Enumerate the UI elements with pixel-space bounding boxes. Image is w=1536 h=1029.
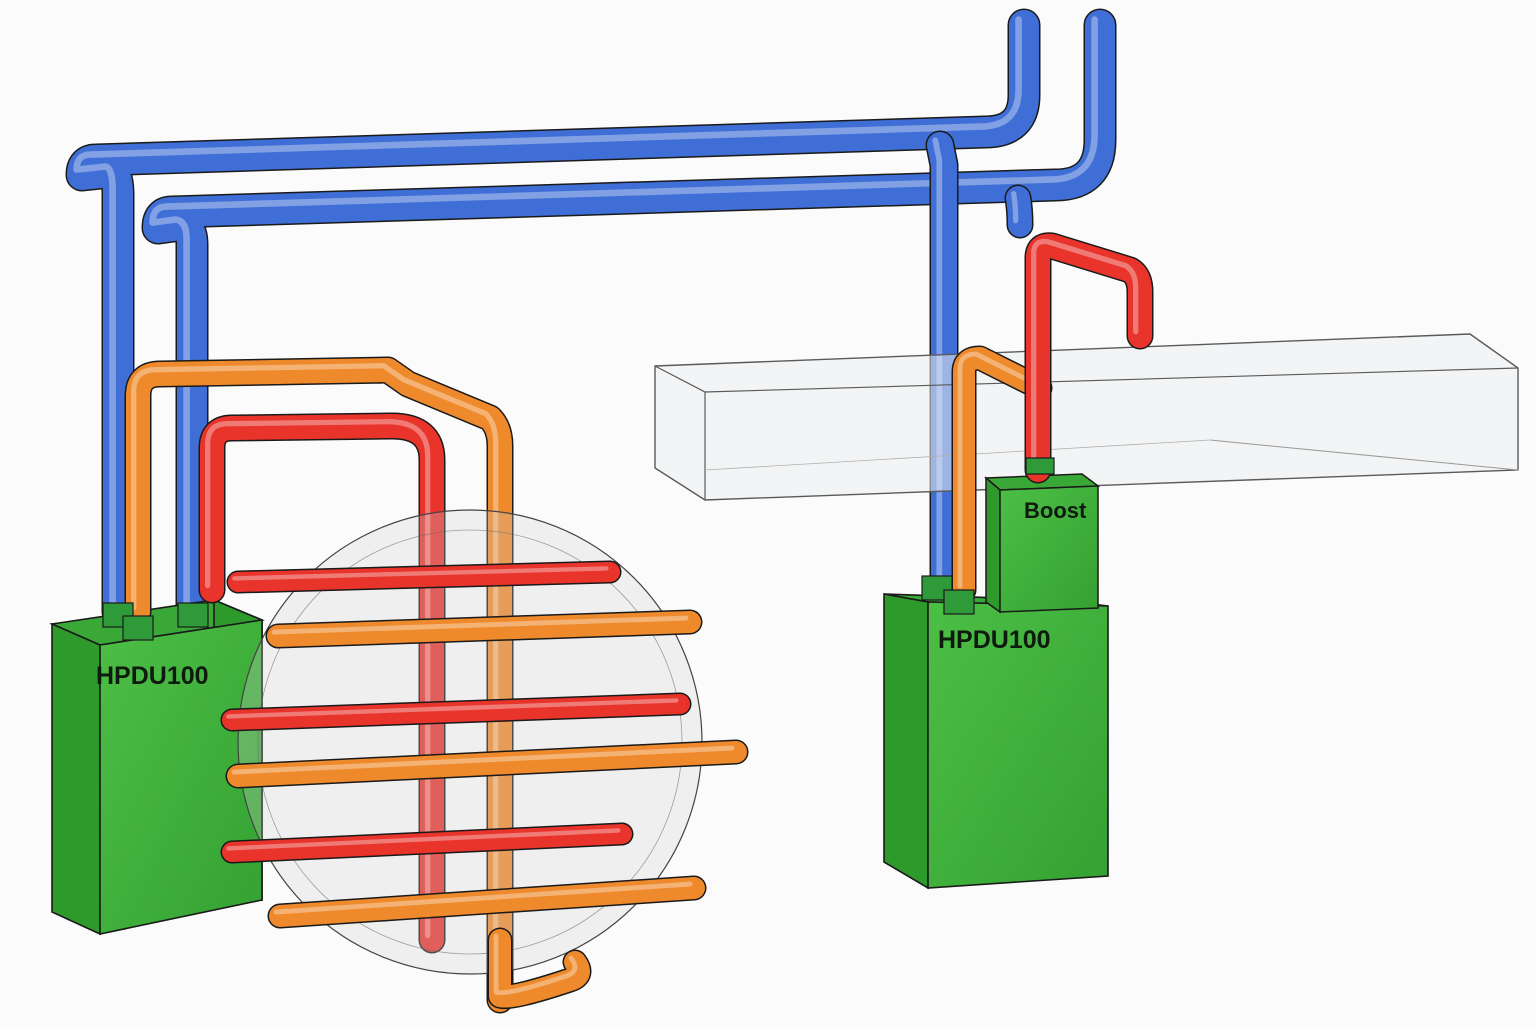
warm-pipe-right xyxy=(951,345,1053,603)
pipe-fitting-3 xyxy=(177,602,209,628)
coil-warm-run-1 xyxy=(265,609,703,649)
coil-hot-run-2 xyxy=(220,692,692,732)
coil-hot-run-3 xyxy=(220,822,634,864)
pipe-fitting-5 xyxy=(943,589,975,615)
supply-pipe-network xyxy=(65,8,1117,629)
hot-pipe-left-loop xyxy=(198,412,446,954)
boost-unit[interactable]: Boost xyxy=(984,473,1101,614)
supply-pipe-lower xyxy=(141,8,1117,629)
transparent-duct xyxy=(654,333,1519,501)
coil-warm-tail xyxy=(487,927,592,1010)
supply-pipe-upper xyxy=(65,8,1041,629)
pipe-fitting-6 xyxy=(1025,457,1055,475)
right-hpdu-unit[interactable]: HPDU100 xyxy=(883,593,1109,890)
pipe-fitting-2 xyxy=(122,615,154,641)
warm-pipe-left-loop xyxy=(124,356,514,1014)
return-pipe-network xyxy=(124,232,1154,1014)
coil-hot-run-1 xyxy=(226,560,622,594)
supply-drop-right xyxy=(925,130,959,605)
hot-pipe-right xyxy=(1024,232,1154,484)
coil-warm-run-2 xyxy=(225,739,749,789)
supply-stub-right xyxy=(1004,184,1034,239)
coil-assembly xyxy=(220,560,749,1010)
left-unit-label: HPDU100 xyxy=(96,662,209,690)
coil-warm-run-3 xyxy=(267,875,707,929)
right-unit-label: HPDU100 xyxy=(938,626,1051,654)
boost-unit-label: Boost xyxy=(1024,498,1087,523)
pipe-fittings xyxy=(102,457,1055,641)
